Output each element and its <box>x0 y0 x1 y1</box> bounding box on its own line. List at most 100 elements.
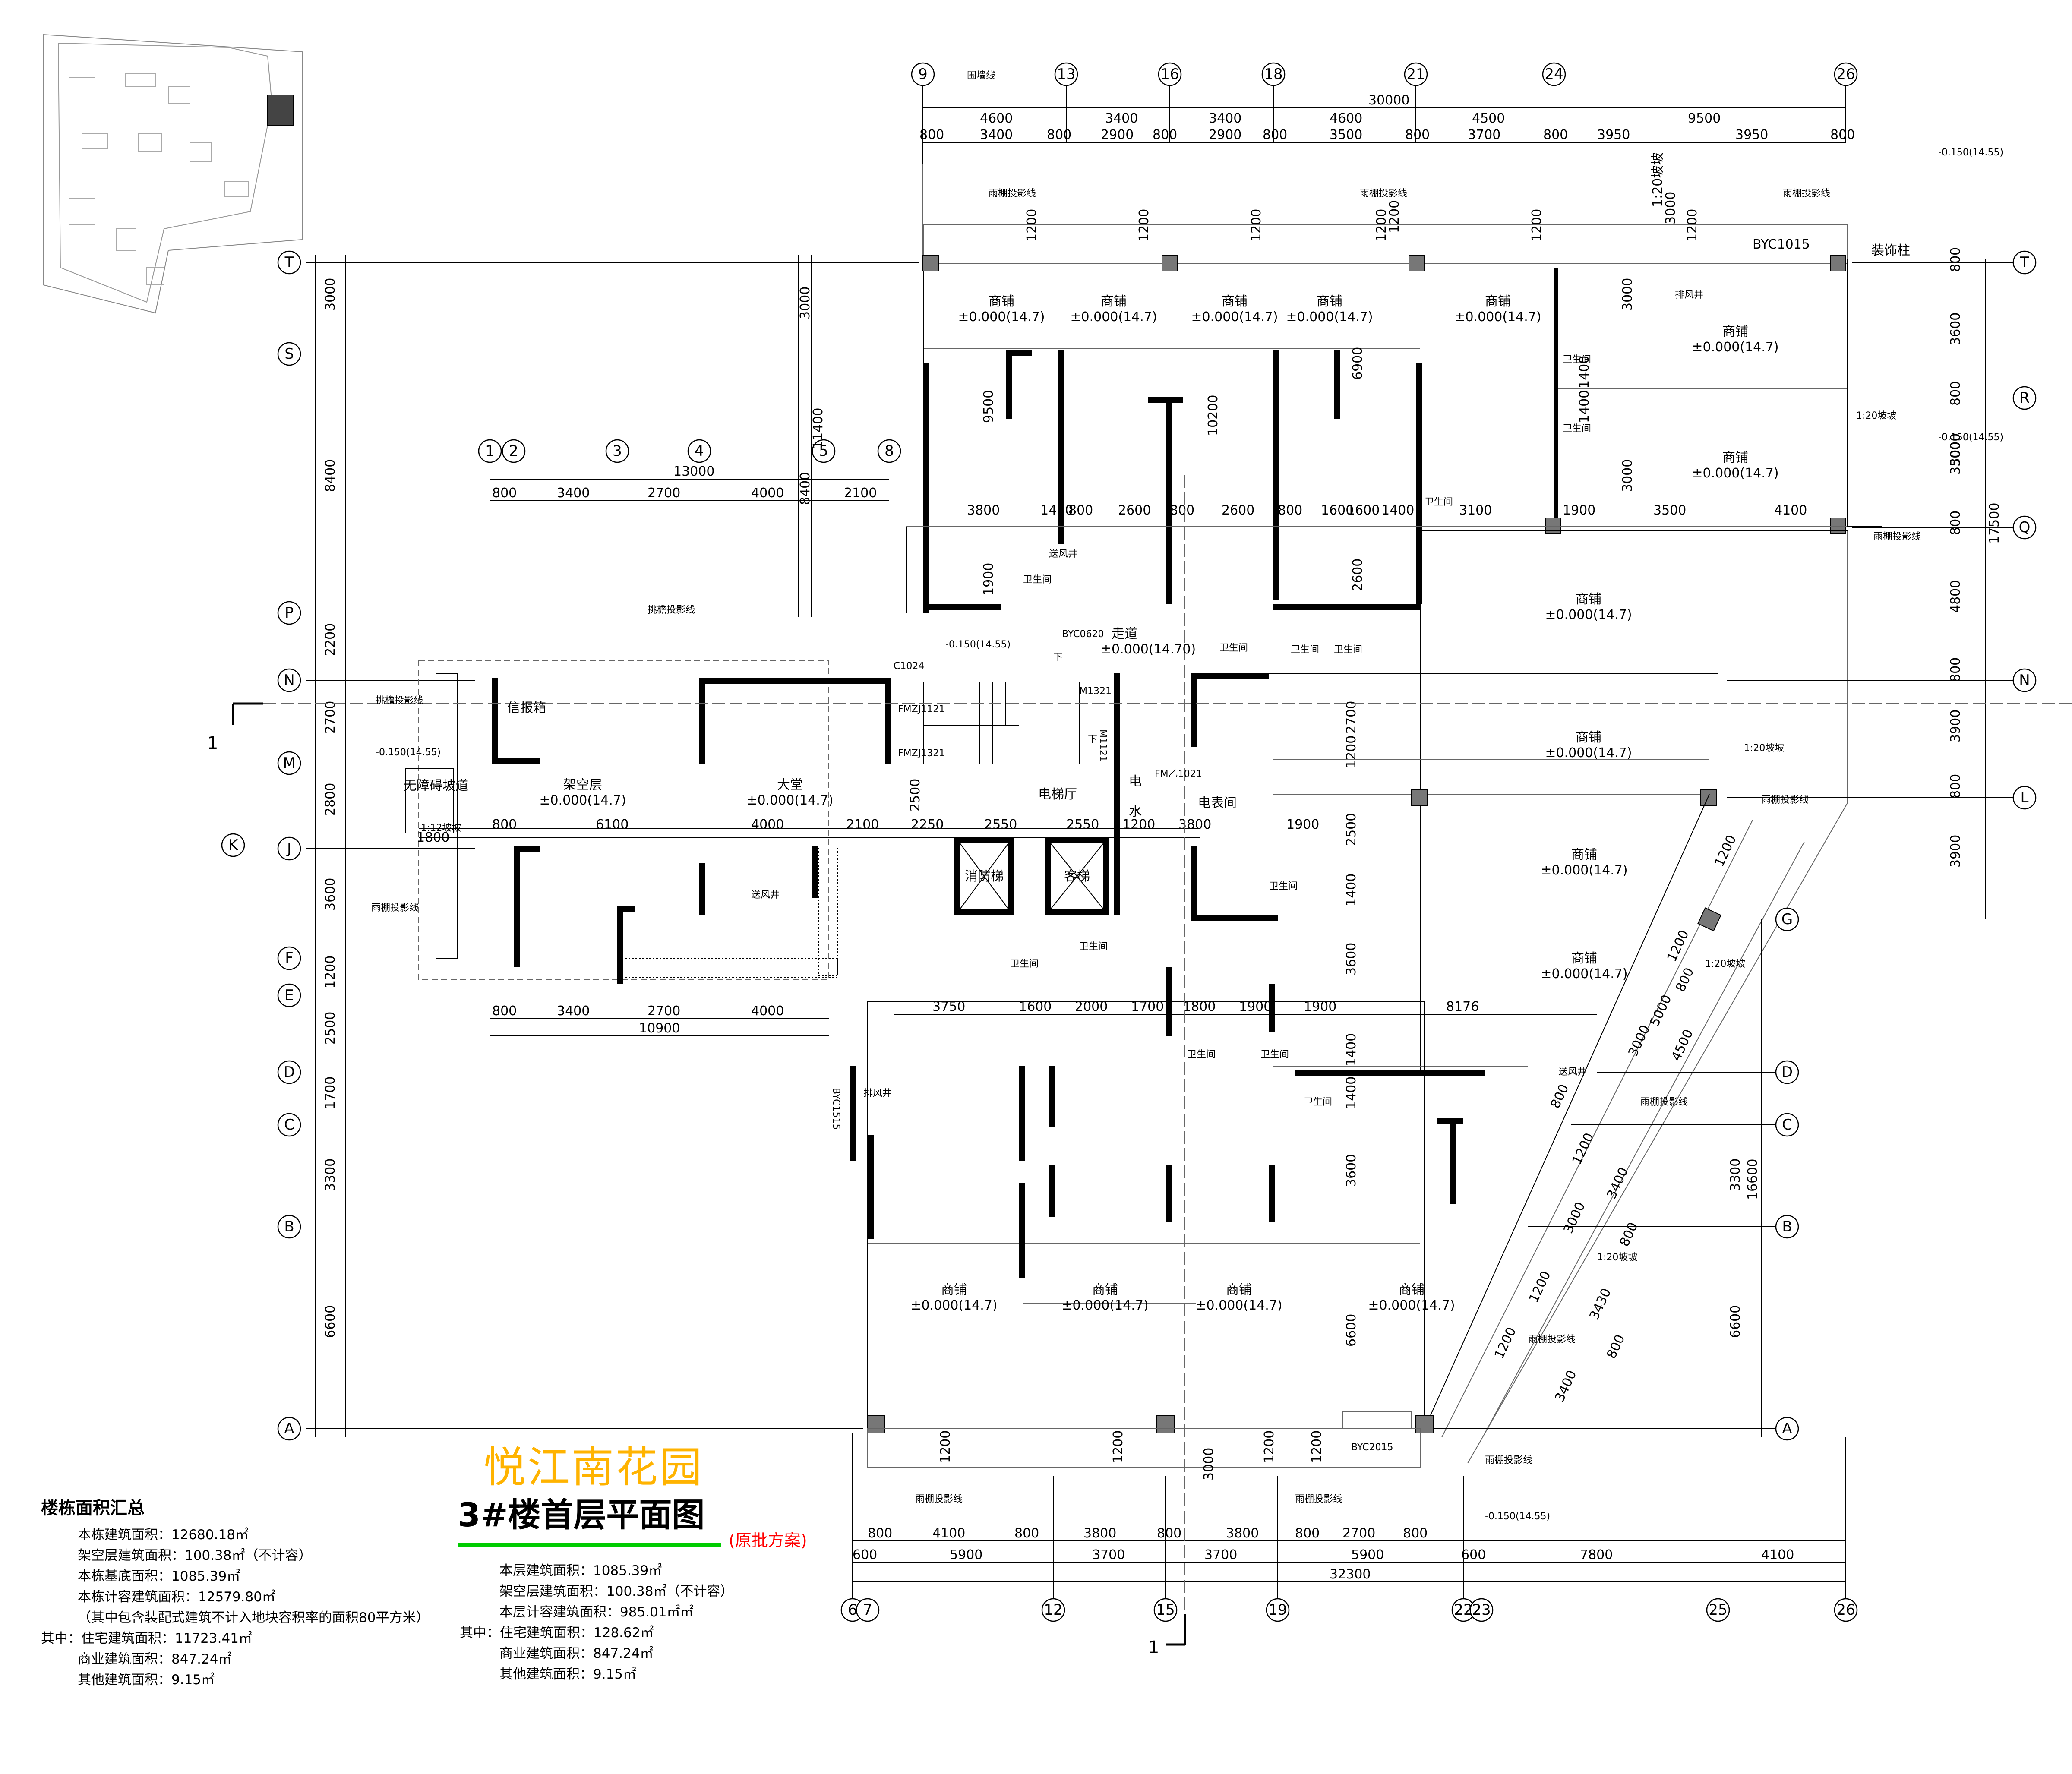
svg-text:800: 800 <box>1617 1220 1641 1249</box>
svg-text:排风井: 排风井 <box>1675 290 1703 300</box>
svg-text:卫生间: 卫生间 <box>1023 574 1052 585</box>
svg-text:6600: 6600 <box>1728 1305 1743 1338</box>
svg-text:3800: 3800 <box>1083 1526 1116 1541</box>
svg-text:2100: 2100 <box>844 486 877 501</box>
dim-top-total: 30000 <box>1368 93 1409 108</box>
svg-text:±0.000(14.7): ±0.000(14.7) <box>1286 309 1373 325</box>
svg-text:8400: 8400 <box>323 459 338 492</box>
floor-summary-row: 架空层建筑面积：100.38㎡（不计容） <box>499 1584 734 1599</box>
bottom-grid-axis: 6 7 12 15 19 22 23 25 26 800 4100 800 38… <box>840 1433 1858 1622</box>
floor-summary-row: 商业建筑面积：847.24㎡ <box>499 1646 654 1661</box>
svg-text:1600: 1600 <box>1019 999 1052 1014</box>
svg-text:3300: 3300 <box>1728 1158 1743 1191</box>
grid-label-top-24: 24 <box>1545 66 1563 83</box>
svg-text:1900: 1900 <box>1563 503 1595 518</box>
svg-text:雨棚投影线: 雨棚投影线 <box>1783 188 1830 199</box>
svg-text:±0.000(14.7): ±0.000(14.7) <box>1545 607 1632 622</box>
svg-text:17500: 17500 <box>1987 503 2002 544</box>
svg-text:3500: 3500 <box>1948 442 1963 475</box>
svg-text:800: 800 <box>1405 127 1430 142</box>
summary-row: 本栋计容建筑面积：12579.80㎡ <box>78 1589 275 1605</box>
svg-text:BYC1515: BYC1515 <box>831 1088 841 1130</box>
svg-text:±0.000(14.7): ±0.000(14.7) <box>1541 966 1627 982</box>
svg-text:2600: 2600 <box>1350 559 1365 591</box>
grid-label-right-Q: Q <box>2019 519 2031 536</box>
svg-text:2000: 2000 <box>1075 999 1108 1014</box>
annotations: 雨棚投影线 雨棚投影线 雨棚投影线 雨棚投影线 雨棚投影线 雨棚投影线 雨棚投影… <box>371 147 2003 1522</box>
room-labels: 商铺 ±0.000(14.7) 商铺 ±0.000(14.7) 商铺 ±0.00… <box>404 243 1910 1313</box>
grid-label-bottom-6: 6 <box>848 1601 857 1619</box>
svg-text:送风井: 送风井 <box>1049 549 1077 559</box>
svg-text:3000: 3000 <box>1948 433 1963 466</box>
svg-text:4000: 4000 <box>751 486 784 501</box>
svg-text:商铺: 商铺 <box>1576 592 1601 607</box>
svg-text:4: 4 <box>695 442 704 460</box>
svg-text:6600: 6600 <box>1344 1314 1359 1347</box>
svg-text:800: 800 <box>1278 503 1302 518</box>
svg-text:4600: 4600 <box>980 111 1013 126</box>
svg-text:800: 800 <box>1047 127 1071 142</box>
svg-text:4000: 4000 <box>751 1004 784 1019</box>
svg-text:商铺: 商铺 <box>1576 730 1601 745</box>
upper-internal-dims: 3800 1400 800 2600 800 2600 800 1600 160… <box>906 152 1807 596</box>
svg-text:挑檐投影线: 挑檐投影线 <box>376 695 423 706</box>
left-dimensions: 3000 8400 2200 2700 2800 3600 1200 2500 … <box>323 278 338 1338</box>
svg-text:±0.000(14.7): ±0.000(14.7) <box>958 309 1045 325</box>
svg-text:商铺: 商铺 <box>1485 294 1511 309</box>
svg-text:1900: 1900 <box>1286 817 1319 832</box>
svg-text:2500: 2500 <box>908 779 923 811</box>
svg-text:1200: 1200 <box>1570 1130 1597 1167</box>
opening-codes: BYC1015 BYC0620 BYC2015 BYC1515 C1024 FM… <box>831 237 1810 1453</box>
svg-text:800: 800 <box>492 1004 517 1019</box>
svg-text:商铺: 商铺 <box>1222 294 1248 309</box>
svg-text:挑檐投影线: 挑檐投影线 <box>648 605 695 616</box>
svg-text:±0.000(14.7): ±0.000(14.7) <box>539 793 626 808</box>
grid-label-bottom-15: 15 <box>1156 1601 1175 1619</box>
svg-text:2100: 2100 <box>846 817 879 832</box>
svg-text:雨棚投影线: 雨棚投影线 <box>1761 795 1809 805</box>
svg-text:1900: 1900 <box>981 563 996 596</box>
passenger-elevator-label: 客梯 <box>1064 869 1090 884</box>
svg-text:3000: 3000 <box>1663 192 1678 224</box>
svg-text:1200: 1200 <box>1665 928 1692 964</box>
corridor-label: 走道 <box>1112 626 1137 641</box>
svg-text:1200: 1200 <box>1137 209 1152 242</box>
svg-text:3400: 3400 <box>1604 1165 1632 1201</box>
svg-text:6600: 6600 <box>323 1305 338 1338</box>
svg-text:1400: 1400 <box>1577 390 1592 423</box>
svg-text:卫生间: 卫生间 <box>1010 959 1039 969</box>
svg-text:水: 水 <box>1129 804 1142 819</box>
svg-text:1200: 1200 <box>1344 735 1359 768</box>
svg-text:卫生间: 卫生间 <box>1291 644 1319 655</box>
grid-label-right-N: N <box>2019 672 2030 689</box>
svg-text:雨棚投影线: 雨棚投影线 <box>1873 531 1921 542</box>
svg-text:商铺: 商铺 <box>1226 1282 1252 1297</box>
svg-text:±0.000(14.7): ±0.000(14.7) <box>1061 1298 1148 1313</box>
summary-row: 本栋基底面积：1085.39㎡ <box>78 1569 240 1584</box>
svg-text:8400: 8400 <box>798 472 813 505</box>
svg-text:6100: 6100 <box>596 817 629 832</box>
left-grid-axis: T S P N M J K F E D C B A <box>221 250 919 1441</box>
svg-text:送风井: 送风井 <box>1558 1067 1587 1077</box>
svg-text:卫生间: 卫生间 <box>1334 644 1362 655</box>
svg-text:800: 800 <box>492 486 517 501</box>
svg-text:6900: 6900 <box>1350 347 1365 380</box>
svg-text:商铺: 商铺 <box>1399 1282 1424 1297</box>
svg-text:1200: 1200 <box>1374 209 1389 242</box>
svg-text:3950: 3950 <box>1735 127 1768 142</box>
svg-text:800: 800 <box>1014 1526 1039 1541</box>
svg-text:3000: 3000 <box>1561 1200 1589 1236</box>
elevator-hall-label: 电梯厅 <box>1038 787 1077 802</box>
svg-text:商铺: 商铺 <box>941 1282 967 1297</box>
grid-label-left-T: T <box>284 254 294 271</box>
grid-label-top-9: 9 <box>918 66 928 83</box>
grid-label-bottom-19: 19 <box>1268 1601 1287 1619</box>
summary-row: 架空层建筑面积：100.38㎡（不计容） <box>78 1548 312 1563</box>
svg-text:3000: 3000 <box>1620 278 1635 311</box>
svg-text:4000: 4000 <box>751 817 784 832</box>
svg-text:1200: 1200 <box>1712 833 1740 869</box>
title-underline <box>458 1543 721 1547</box>
top-grid-axis: 9 13 16 18 21 24 26 围墙线 <box>911 62 1858 259</box>
svg-text:3700: 3700 <box>1468 127 1500 142</box>
svg-text:1: 1 <box>485 442 495 460</box>
